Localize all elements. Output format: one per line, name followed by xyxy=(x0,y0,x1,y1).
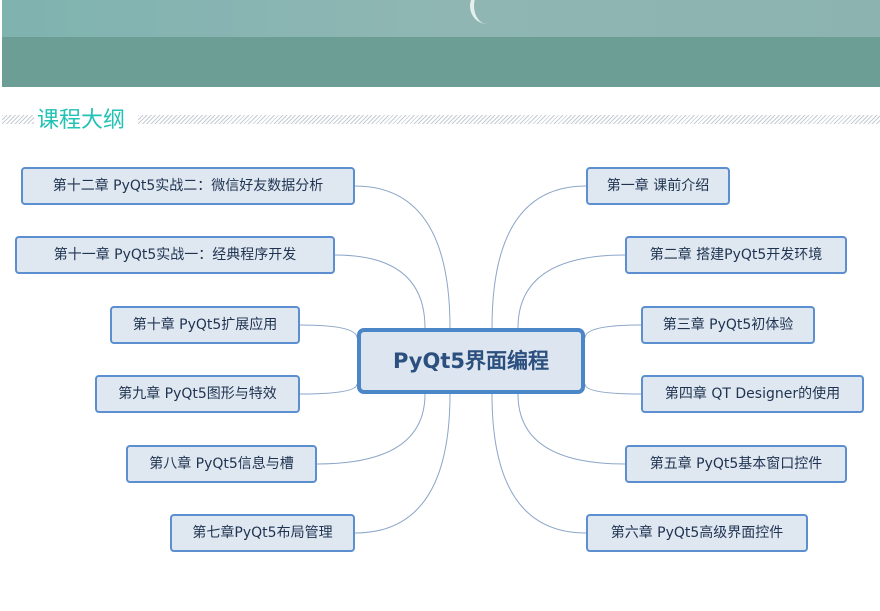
connector-line xyxy=(491,393,587,534)
chapter-3-node: 第三章 PyQt5初体验 xyxy=(641,306,815,344)
chapter-1-node: 第一章 课前介绍 xyxy=(586,167,730,205)
connector-line xyxy=(334,254,426,329)
section-header: 课程大纲 xyxy=(0,108,880,134)
connector-line xyxy=(299,324,358,339)
section-title: 课程大纲 xyxy=(37,108,126,133)
connector-line xyxy=(354,393,451,534)
connector-line xyxy=(354,185,451,329)
chapter-11-node: 第十一章 PyQt5实战一：经典程序开发 xyxy=(15,236,335,274)
chapter-2-node: 第二章 搭建PyQt5开发环境 xyxy=(625,236,847,274)
connector-line xyxy=(316,393,426,465)
chapter-5-node: 第五章 PyQt5基本窗口控件 xyxy=(625,445,847,483)
chapter-6-node: 第六章 PyQt5高级界面控件 xyxy=(586,514,808,552)
chapter-7-node: 第七章PyQt5布局管理 xyxy=(170,514,355,552)
chapter-8-node: 第八章 PyQt5信息与槽 xyxy=(126,445,317,483)
chapter-12-node: 第十二章 PyQt5实战二：微信好友数据分析 xyxy=(21,167,355,205)
mindmap-root: PyQt5界面编程 xyxy=(357,328,585,394)
connector-line xyxy=(517,254,626,329)
header-banner xyxy=(2,0,880,87)
chapter-4-node: 第四章 QT Designer的使用 xyxy=(641,375,864,413)
connector-line xyxy=(584,383,642,395)
connector-line xyxy=(299,383,358,395)
chapter-10-node: 第十章 PyQt5扩展应用 xyxy=(110,306,300,344)
chapter-9-node: 第九章 PyQt5图形与特效 xyxy=(95,375,300,413)
connector-line xyxy=(491,185,587,329)
connector-line xyxy=(584,324,642,339)
connector-line xyxy=(517,393,626,465)
